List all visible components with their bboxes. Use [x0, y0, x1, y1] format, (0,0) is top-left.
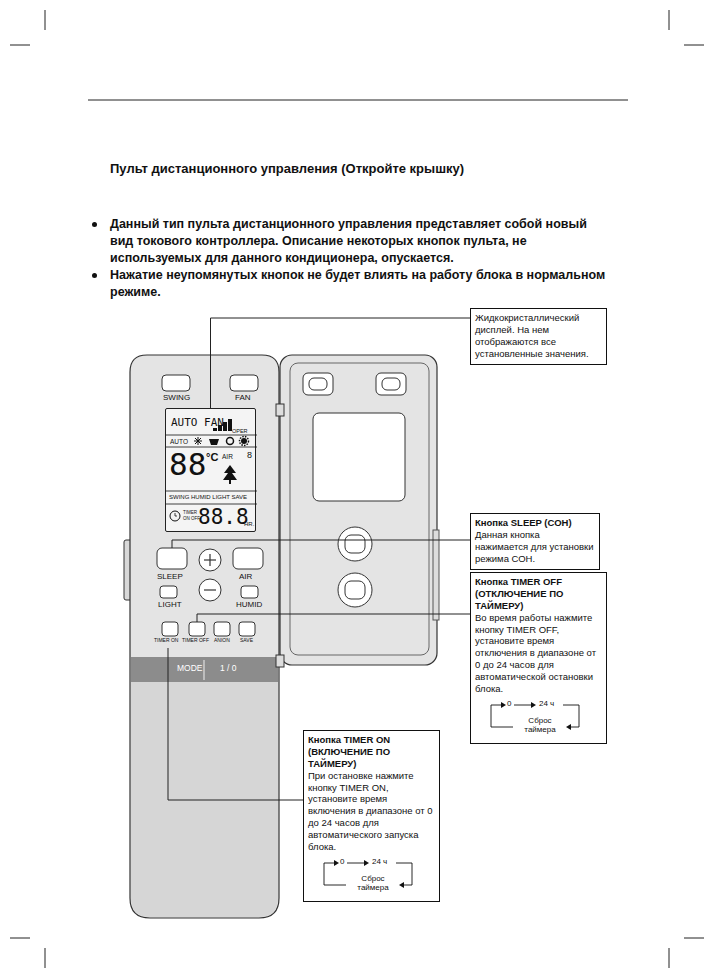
cover-button [338, 527, 372, 561]
lcd-display: AUTO FAN OPER AUTO 88°C AIR 8SWING HUMID LIGH… [165, 408, 256, 532]
button-label: TIMER OFF [182, 638, 209, 644]
cover-button [303, 373, 333, 395]
mode-band [131, 657, 278, 682]
bullet-dot [92, 273, 97, 278]
remote-cover [280, 355, 437, 665]
remote-body [130, 355, 279, 918]
crop-marks [10, 10, 704, 968]
button-label: SAVE [240, 638, 253, 644]
bullet-text: Нажатие неупомянутых кнопок не будет вли… [110, 267, 610, 301]
lcd-text: AUTO FAN [171, 417, 224, 428]
timer-cycle: 0 24 ч Сброс таймера [320, 857, 424, 897]
cycle-text: 24 ч [372, 858, 387, 867]
button-label: 1 / 0 [220, 664, 237, 674]
lcd-text: SWING HUMID LIGHT SAVE [169, 494, 247, 500]
button-label: SWING [163, 393, 190, 402]
lcd-text: HR. [244, 521, 254, 527]
button-label: TIMER ON [154, 638, 178, 644]
button-label: ANION [214, 638, 230, 644]
callout-box: Кнопка SLEEP (СОН)Данная кнопка нажимает… [470, 513, 600, 570]
leader-connector [211, 318, 471, 408]
bullet-dot [92, 222, 97, 227]
button-label: AIR [239, 572, 252, 581]
callout-heading: Кнопка TIMER ON (ВКЛЮЧЕНИЕ ПО ТАЙМЕРУ) [308, 734, 435, 770]
callout-text: При остановке нажмите кнопку TIMER ON, у… [308, 770, 435, 853]
button-label: HUMID [236, 600, 262, 609]
cycle-text: Сброс таймера [348, 875, 398, 893]
lcd-text: AIR [222, 454, 233, 461]
header-rule [88, 100, 628, 101]
callout-heading: Кнопка SLEEP (СОН) [475, 517, 595, 529]
cycle-text: 0 [507, 700, 511, 709]
lcd-text: OPER [232, 429, 248, 435]
button-label: FAN [235, 393, 251, 402]
button-label: LIGHT [158, 600, 182, 609]
lcd-text: TIMER [183, 511, 197, 516]
callout-box: Кнопка TIMER ON (ВКЛЮЧЕНИЕ ПО ТАЙМЕРУ)Пр… [303, 730, 440, 902]
cycle-text: 0 [340, 858, 344, 867]
callout-text: Жидкокристаллический дисплей. На нем ото… [475, 312, 602, 360]
callout-box: Кнопка TIMER OFF (ОТКЛЮЧЕНИЕ ПО ТАЙМЕРУ)… [470, 572, 607, 744]
lcd-text: 88 [169, 449, 206, 480]
timer-cycle: 0 24 ч Сброс таймера [487, 699, 591, 739]
callout-heading: Кнопка TIMER OFF (ОТКЛЮЧЕНИЕ ПО ТАЙМЕРУ) [475, 576, 602, 612]
lcd-text: AUTO [170, 439, 188, 446]
button-label: MODE [177, 664, 203, 674]
cover-inner [290, 363, 429, 655]
lcd-text: °C [206, 452, 218, 463]
bullet-text: Данный тип пульта дистанционного управле… [110, 216, 610, 267]
callout-text: Во время работы нажмите кнопку TIMER OFF… [475, 612, 602, 695]
callout-box: Жидкокристаллический дисплей. На нем ото… [470, 308, 607, 365]
callout-text: Данная кнопка нажимается для установки р… [475, 529, 595, 565]
cover-window [313, 413, 405, 501]
page-title: Пульт дистанционного управления (Откройт… [110, 162, 464, 177]
cycle-text: Сброс таймера [515, 717, 565, 735]
cover-button [338, 573, 372, 607]
lcd-text: ON OFF [183, 517, 200, 522]
remote-buttons [157, 375, 263, 636]
lcd-text: 88.8 [198, 507, 249, 528]
button-label: SLEEP [157, 572, 183, 581]
cover-button [376, 373, 406, 395]
cycle-text: 24 ч [539, 700, 554, 709]
lcd-text: 8 [247, 451, 252, 460]
